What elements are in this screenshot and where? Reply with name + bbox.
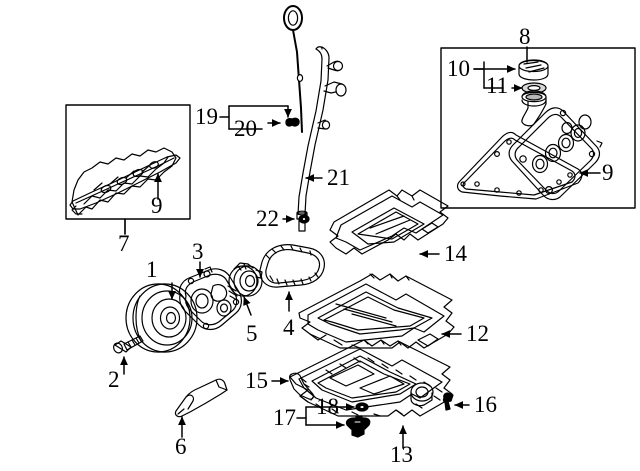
oil-filler-cap-assembly (518, 59, 549, 127)
oil-level-dipstick (283, 5, 304, 133)
oil-pan-bolt (442, 392, 454, 411)
callout-11: 11 (486, 73, 509, 98)
valve-cover-gasket-right (456, 131, 583, 200)
dipstick-tube (296, 46, 347, 232)
callout-9-left: 9 (151, 193, 163, 218)
callout-8: 8 (519, 24, 531, 49)
callout-12: 12 (466, 321, 489, 346)
callout-2: 2 (108, 367, 120, 392)
callout-18: 18 (316, 394, 339, 419)
drain-plug-gasket (355, 402, 369, 412)
callout-3: 3 (192, 239, 204, 264)
belt-tensioner (228, 262, 263, 297)
callout-10: 10 (447, 56, 470, 81)
valve-cover-right (508, 107, 603, 201)
callout-16: 16 (474, 392, 497, 417)
crankshaft-pulley (125, 283, 198, 353)
callout-7: 7 (118, 231, 130, 256)
callout-1: 1 (146, 257, 158, 282)
callout-15: 15 (245, 368, 268, 393)
callout-14: 14 (444, 241, 467, 266)
dipstick-clip (285, 117, 300, 127)
inset-box-right (440, 47, 636, 209)
callout-22: 22 (256, 206, 279, 231)
callout-4: 4 (283, 315, 295, 340)
callout-21: 21 (327, 165, 350, 190)
oil-pan-baffle (298, 273, 455, 349)
oil-pan (289, 339, 453, 417)
callout-6: 6 (175, 434, 187, 459)
callout-9-right: 9 (602, 160, 614, 185)
drive-belt (259, 244, 325, 288)
callout-20: 20 (234, 116, 257, 141)
callout-13: 13 (390, 442, 413, 467)
callout-19: 19 (195, 104, 218, 129)
drain-plug (345, 415, 371, 438)
timing-cover (178, 266, 242, 331)
sealant-tube-large (174, 378, 228, 418)
inset-box-left (65, 104, 191, 220)
pulley-bolt (113, 335, 144, 354)
callout-5: 5 (246, 321, 258, 346)
callout-17: 17 (273, 405, 296, 430)
valve-cover-gasket-left (69, 154, 181, 210)
windage-tray (329, 189, 449, 255)
dipstick-oring (298, 214, 310, 224)
